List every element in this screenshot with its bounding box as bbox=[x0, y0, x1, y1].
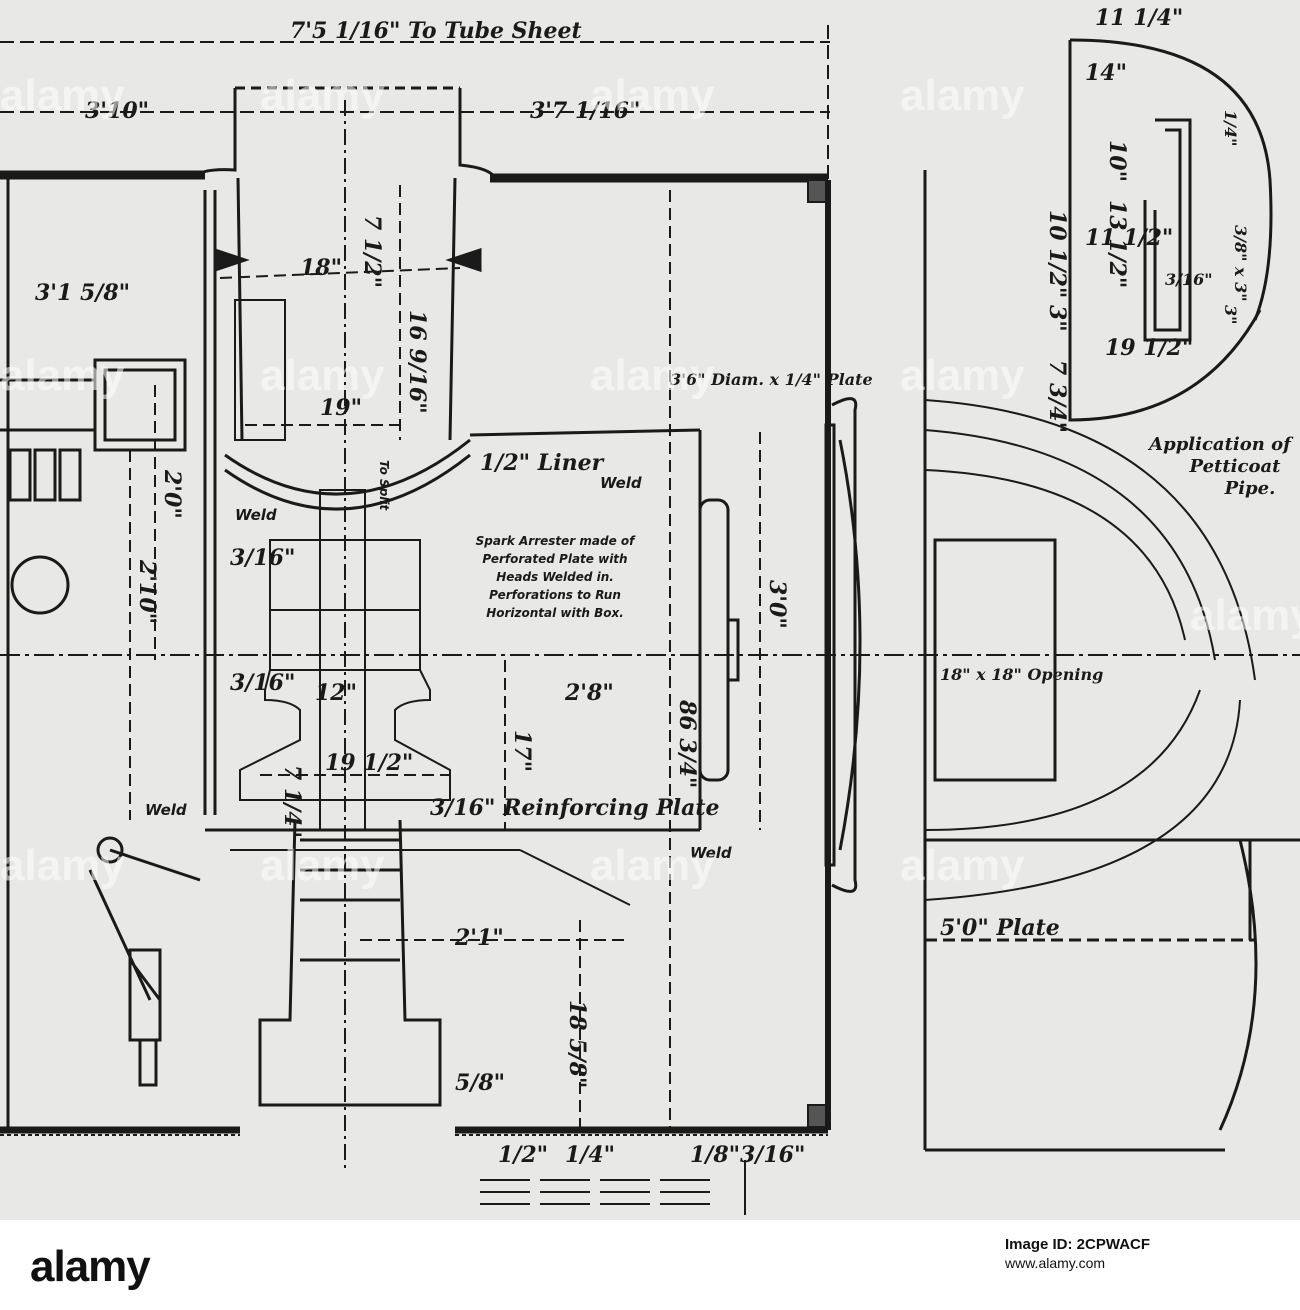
dim-nozzle-neck: 12" bbox=[315, 680, 357, 706]
alamy-logo[interactable]: alamy bbox=[30, 1242, 151, 1291]
dim-arrester-width: 2'8" bbox=[564, 680, 614, 706]
opening-label: 18" x 18" Opening bbox=[940, 665, 1103, 684]
spark-note-line-5: Horizontal with Box. bbox=[486, 606, 624, 620]
liner-label: 1/2" Liner bbox=[480, 450, 605, 476]
dim-side-offset: 3'1 5/8" bbox=[35, 280, 130, 306]
weld-label-4: Weld bbox=[690, 844, 732, 862]
svg-text:alamy: alamy bbox=[900, 841, 1025, 890]
svg-text:alamy: alamy bbox=[260, 351, 385, 400]
dim-base-width: 19 1/2" bbox=[325, 750, 413, 776]
svg-text:alamy: alamy bbox=[0, 841, 125, 890]
petticoat-line-2: Petticoat bbox=[1189, 456, 1282, 477]
dim-nozzle-width: 19" bbox=[320, 395, 362, 421]
dim-left-width: 3'10" bbox=[85, 98, 149, 124]
detail-10: 10" bbox=[1104, 140, 1130, 182]
detail-3-16: 3/16" bbox=[1165, 270, 1213, 289]
dim-arrester-total: 86 3/4" bbox=[674, 699, 700, 788]
detail-3b: 3" bbox=[1221, 305, 1240, 324]
svg-text:alamy: alamy bbox=[900, 351, 1025, 400]
dim-plate-thickness-a: 3/16" bbox=[230, 545, 295, 571]
site-url[interactable]: www.alamy.com bbox=[1005, 1255, 1106, 1271]
petticoat-caption: Application of Petticoat Pipe. bbox=[1147, 434, 1294, 499]
dim-plate-thickness-b: 3/16" bbox=[230, 670, 295, 696]
spark-note-line-2: Perforated Plate with bbox=[482, 552, 627, 566]
to-split-label: To Split bbox=[377, 460, 391, 512]
detail-width: 11 1/4" bbox=[1095, 5, 1183, 31]
detail-14: 14" bbox=[1085, 60, 1127, 86]
dim-right-width: 3'7 1/16" bbox=[530, 98, 640, 124]
svg-text:alamy: alamy bbox=[1190, 591, 1300, 640]
dim-base-height: 7 1/4" bbox=[279, 765, 305, 838]
dim-tube-sheet: 7'5 1/16" To Tube Sheet bbox=[290, 18, 582, 44]
detail-1-4: 1/4" bbox=[1221, 110, 1240, 146]
petticoat-line-1: Application of bbox=[1147, 434, 1294, 455]
reinforcing-plate-label: 3/16" Reinforcing Plate bbox=[430, 795, 720, 821]
perf-dim-c: 1/8" bbox=[690, 1142, 740, 1168]
svg-text:alamy: alamy bbox=[900, 71, 1025, 120]
svg-text:alamy: alamy bbox=[590, 351, 715, 400]
detail-19-5: 19 1/2" bbox=[1105, 335, 1193, 361]
dim-arrester-height: 17" bbox=[509, 730, 535, 772]
perf-dim-a: 1/2" bbox=[498, 1142, 548, 1168]
weld-label-3: Weld bbox=[145, 801, 187, 819]
image-id: Image ID: 2CPWACF www.alamy.com bbox=[1005, 1236, 1150, 1272]
dim-lower-vertical: 2'10" bbox=[134, 559, 160, 624]
detail-3-8x3: 3/8" x 3" bbox=[1231, 225, 1250, 302]
svg-text:alamy: alamy bbox=[260, 841, 385, 890]
spark-arrester-note: Spark Arrester made of Perforated Plate … bbox=[476, 534, 637, 620]
dim-front-height: 3'0" bbox=[764, 580, 790, 629]
plate-5-label: 5'0" Plate bbox=[940, 915, 1060, 941]
svg-text:alamy: alamy bbox=[590, 71, 715, 120]
image-id-code: Image ID: 2CPWACF bbox=[1005, 1236, 1151, 1253]
detail-13: 13 1/2" bbox=[1104, 200, 1130, 288]
perf-dim-d: 3/16" bbox=[740, 1142, 805, 1168]
watermark: alamy alamy alamy alamy alamy alamy alam… bbox=[0, 71, 1300, 890]
dim-bottom-plate: 5/8" bbox=[455, 1070, 505, 1096]
weld-label-1: Weld bbox=[235, 506, 277, 524]
detail-7-34: 7 3/4" bbox=[1044, 360, 1070, 433]
diaphragm-label: 3'6" Diam. x 1/4" Plate bbox=[670, 370, 873, 389]
spark-note-line-4: Perforations to Run bbox=[489, 588, 621, 602]
dim-stack-width: 18" bbox=[300, 255, 342, 281]
spark-note-line-1: Spark Arrester made of bbox=[476, 534, 637, 548]
weld-label-2: Weld bbox=[600, 474, 642, 492]
dim-stack-height: 7 1/2" bbox=[359, 215, 385, 288]
svg-text:alamy: alamy bbox=[0, 71, 125, 120]
dim-exhaust-offset: 2'1" bbox=[454, 925, 504, 951]
engineering-drawing: 7'5 1/16" To Tube Sheet 3'10" 3'7 1/16" … bbox=[0, 0, 1300, 1220]
petticoat-line-3: Pipe. bbox=[1224, 478, 1276, 499]
spark-note-line-3: Heads Welded in. bbox=[496, 570, 614, 584]
dim-stack-depth: 16 9/16" bbox=[404, 310, 430, 414]
detail-11: 11 1/2" bbox=[1085, 225, 1173, 251]
dim-exhaust-height: 18 5/8" bbox=[564, 1000, 590, 1088]
svg-text:alamy: alamy bbox=[590, 841, 715, 890]
detail-3: 3" bbox=[1044, 305, 1070, 332]
perf-dim-b: 1/4" bbox=[565, 1142, 615, 1168]
stock-footer: alamy Image ID: 2CPWACF www.alamy.com bbox=[0, 1220, 1300, 1310]
svg-text:alamy: alamy bbox=[0, 351, 125, 400]
dim-upper-vertical: 2'0" bbox=[159, 469, 185, 519]
svg-text:alamy: alamy bbox=[260, 71, 385, 120]
detail-10h: 10 1/2" bbox=[1044, 210, 1070, 298]
